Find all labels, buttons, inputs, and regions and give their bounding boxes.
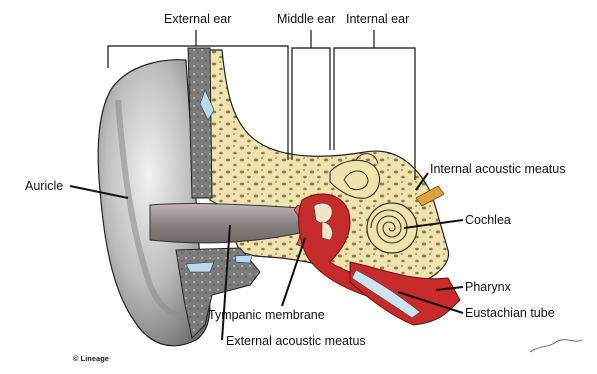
copyright-credit: © Lineage <box>73 354 109 363</box>
label-cochlea: Cochlea <box>465 214 511 227</box>
artist-signature <box>530 340 582 352</box>
label-internal-ear: Internal ear <box>346 13 409 26</box>
label-internal-acoustic-meatus: Internal acoustic meatus <box>430 163 566 176</box>
lower-space-2 <box>235 255 252 263</box>
label-tympanic-membrane: Tympanic membrane <box>208 309 325 322</box>
label-external-acoustic-meatus: External acoustic meatus <box>226 335 366 348</box>
label-middle-ear: Middle ear <box>277 13 335 26</box>
label-eustachian-tube: Eustachian tube <box>465 307 555 320</box>
lower-space <box>186 262 214 272</box>
label-external-ear: External ear <box>164 13 231 26</box>
label-auricle: Auricle <box>25 180 63 193</box>
upper-cartilage <box>188 48 212 198</box>
label-pharynx: Pharynx <box>465 281 511 294</box>
